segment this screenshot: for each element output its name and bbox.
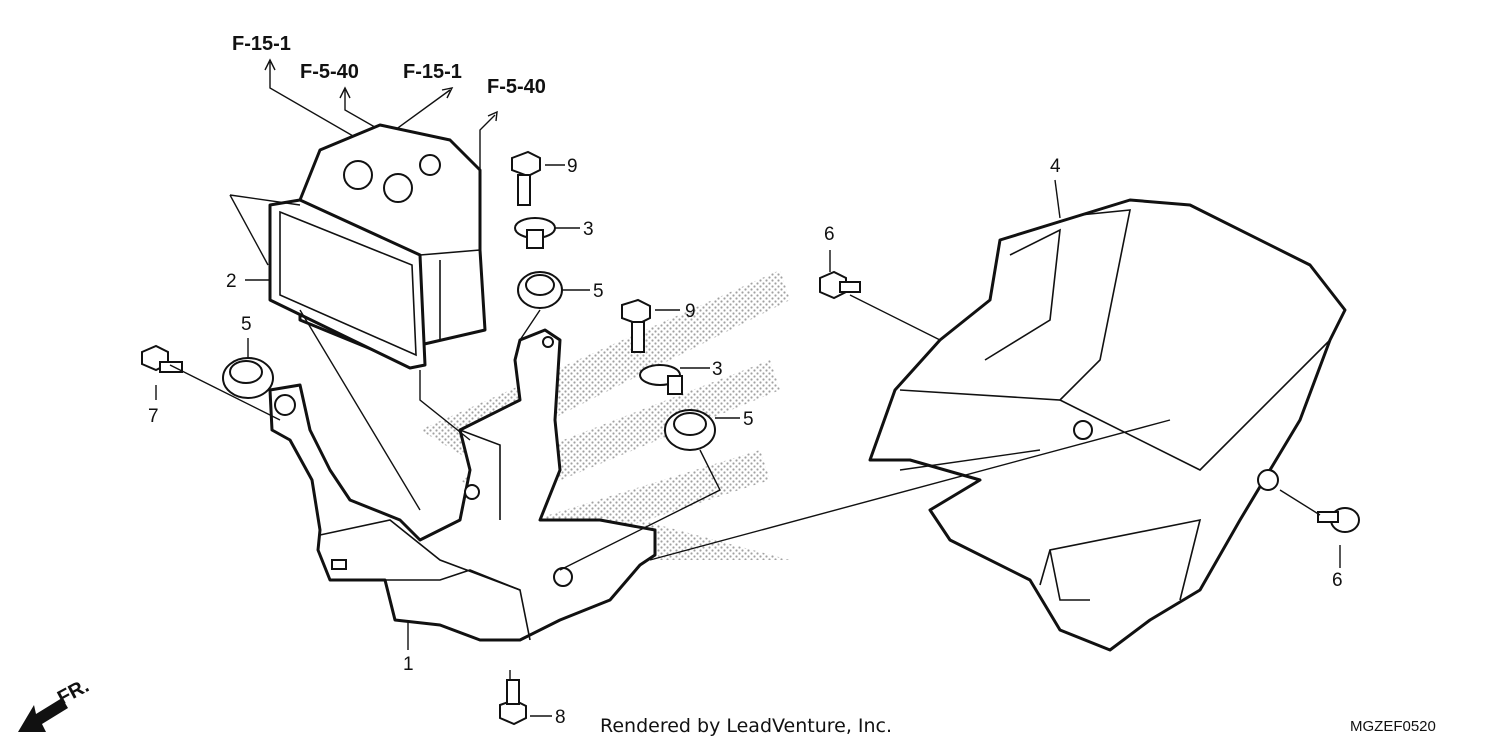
abs-modulator bbox=[268, 123, 487, 370]
bracket bbox=[268, 328, 657, 642]
callout-4: 4 bbox=[1050, 156, 1061, 177]
footer-credit: Rendered by LeadVenture, Inc. bbox=[600, 715, 892, 737]
ref-label: F-5-40 bbox=[487, 76, 546, 98]
diagram-code: MGZEF0520 bbox=[1350, 718, 1436, 735]
callout-3: 3 bbox=[583, 219, 594, 240]
reference-arrows: F-15-1 F-5-40 F-15-1 F-5-40 bbox=[232, 33, 546, 191]
ref-label: F-15-1 bbox=[403, 61, 462, 83]
callout-5: 5 bbox=[743, 409, 754, 430]
callouts: 1 2 3 3 4 5 5 5 6 6 7 8 9 9 bbox=[148, 156, 1343, 728]
side-cover bbox=[868, 198, 1347, 652]
ref-label: F-15-1 bbox=[232, 33, 291, 55]
fasteners bbox=[141, 150, 1360, 726]
front-direction-arrow-icon: FR. bbox=[18, 675, 93, 732]
callout-8: 8 bbox=[555, 707, 566, 728]
callout-3: 3 bbox=[712, 359, 723, 380]
callout-2: 2 bbox=[226, 271, 237, 292]
callout-5: 5 bbox=[593, 281, 604, 302]
ref-label: F-5-40 bbox=[300, 61, 359, 83]
callout-6: 6 bbox=[824, 224, 835, 245]
leader-lines bbox=[155, 164, 1341, 717]
callout-7: 7 bbox=[148, 406, 159, 427]
callout-9: 9 bbox=[567, 156, 578, 177]
callout-5: 5 bbox=[241, 314, 252, 335]
callout-9: 9 bbox=[685, 301, 696, 322]
callout-1: 1 bbox=[403, 654, 414, 675]
callout-6: 6 bbox=[1332, 570, 1343, 591]
